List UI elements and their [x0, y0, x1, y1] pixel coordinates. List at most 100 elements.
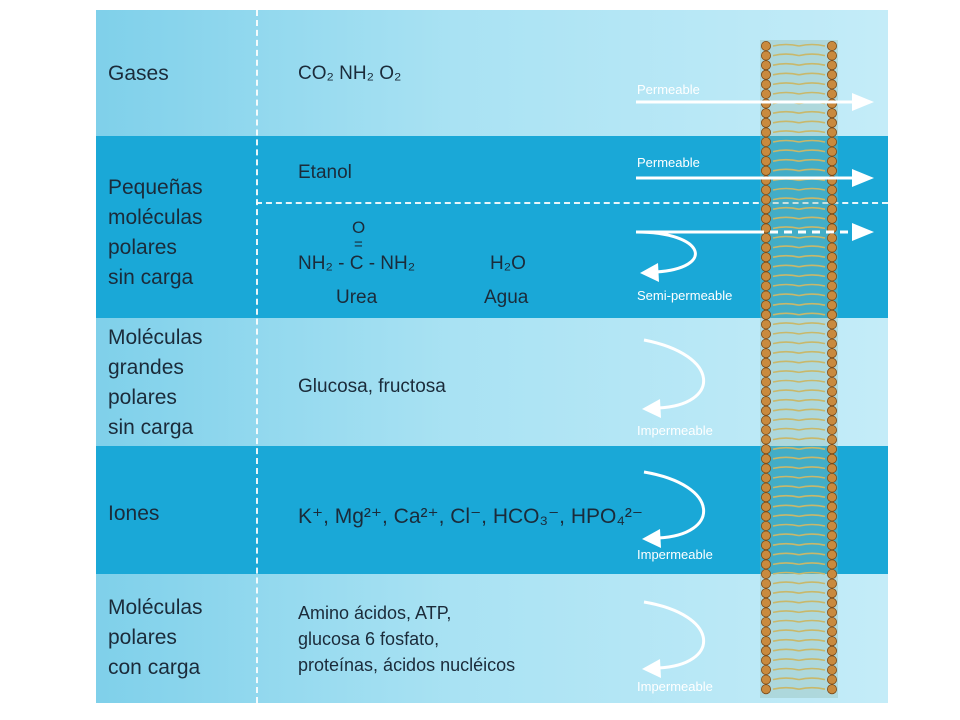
- lipid-head: [827, 530, 838, 541]
- lipid-head: [827, 213, 838, 224]
- lipid-tail: [798, 379, 826, 383]
- urea-double-bond: =: [354, 236, 363, 253]
- lipid-head: [827, 684, 838, 695]
- lipid-tail: [772, 370, 800, 374]
- lipid-head: [827, 79, 838, 90]
- band-charged-polar: [96, 574, 888, 703]
- lipid-head: [761, 472, 772, 483]
- lipid-tail: [798, 562, 826, 566]
- lipid-head: [827, 309, 838, 320]
- lipid-tail: [772, 581, 800, 585]
- lipid-tail: [798, 322, 826, 326]
- lipid-tail: [798, 226, 826, 230]
- lipid-head: [827, 146, 838, 157]
- lipid-tail: [798, 43, 826, 47]
- lipid-head: [827, 501, 838, 512]
- lipid-head: [761, 396, 772, 407]
- lipid-head: [761, 444, 772, 455]
- lipid-head: [827, 645, 838, 656]
- lipid-tail: [798, 350, 826, 354]
- lipid-head: [827, 290, 838, 301]
- lipid-tail: [798, 341, 826, 345]
- lipid-head: [761, 50, 772, 61]
- lipid-tail: [772, 331, 800, 335]
- lipid-head: [761, 261, 772, 272]
- lipid-head: [827, 165, 838, 176]
- lipid-head: [827, 108, 838, 119]
- lipid-head: [827, 424, 838, 435]
- lipid-tail: [772, 302, 800, 306]
- lipid-head: [761, 146, 772, 157]
- lipid-head: [827, 520, 838, 531]
- arrow-semi-return: [635, 230, 697, 274]
- lipid-head: [761, 98, 772, 109]
- lipid-head: [761, 348, 772, 359]
- lipid-tail: [798, 293, 826, 297]
- lipid-tail: [798, 130, 826, 134]
- lipid-head: [761, 501, 772, 512]
- lipid-head: [761, 569, 772, 580]
- lipid-tail: [772, 619, 800, 623]
- lipid-tail: [798, 600, 826, 604]
- lipid-head: [827, 338, 838, 349]
- lipid-tail: [798, 82, 826, 86]
- lipid-tail: [798, 91, 826, 95]
- lipid-tail: [772, 130, 800, 134]
- lipid-tail: [798, 571, 826, 575]
- lipid-tail: [772, 437, 800, 441]
- lipid-tail: [772, 216, 800, 220]
- lipid-head: [761, 309, 772, 320]
- lipid-tail: [772, 110, 800, 114]
- lipid-tail: [772, 571, 800, 575]
- lipid-tail: [772, 322, 800, 326]
- lipid-head: [761, 271, 772, 282]
- lipid-head: [761, 530, 772, 541]
- lipid-head: [761, 415, 772, 426]
- lipid-head: [827, 50, 838, 61]
- category-ions: Iones: [108, 502, 160, 525]
- lipid-head: [761, 280, 772, 291]
- lipid-tail: [772, 360, 800, 364]
- lipid-tail: [772, 158, 800, 162]
- lipid-head: [827, 300, 838, 311]
- lipid-head: [827, 127, 838, 138]
- permeability-diagram: Gases Pequeñas moléculas polares sin car…: [96, 10, 888, 703]
- label-impermeable-large: Impermeable: [637, 423, 713, 438]
- lipid-head: [827, 328, 838, 339]
- urea-oxygen: O: [352, 218, 366, 237]
- lipid-tail: [798, 437, 826, 441]
- lipid-head: [827, 482, 838, 493]
- molecules-large-polar: Glucosa, fructosa: [298, 376, 446, 397]
- lipid-head: [827, 232, 838, 243]
- lipid-tail: [772, 610, 800, 614]
- lipid-tail: [772, 533, 800, 537]
- lipid-head: [761, 511, 772, 522]
- arrowhead-impermeable-large: [642, 399, 661, 418]
- category-charged-polar: Moléculas polares con carga: [108, 596, 203, 679]
- lipid-head: [761, 645, 772, 656]
- lipid-tail: [772, 283, 800, 287]
- lipid-tail: [798, 514, 826, 518]
- lipid-head: [827, 319, 838, 330]
- lipid-tail: [772, 600, 800, 604]
- lipid-head: [827, 597, 838, 608]
- lipid-tail: [772, 494, 800, 498]
- lipid-tail: [772, 475, 800, 479]
- lipid-head: [827, 665, 838, 676]
- lipid-tail: [798, 590, 826, 594]
- lipid-head: [761, 655, 772, 666]
- water-formula: H₂O: [490, 253, 526, 274]
- category-large-polar: Moléculas grandes polares sin carga: [108, 326, 203, 439]
- lipid-head: [827, 444, 838, 455]
- lipid-head: [761, 127, 772, 138]
- lipid-head: [761, 453, 772, 464]
- lipid-tail: [798, 158, 826, 162]
- lipid-tail: [798, 187, 826, 191]
- lipid-tail: [798, 120, 826, 124]
- lipid-tail: [798, 139, 826, 143]
- lipid-tail: [798, 398, 826, 402]
- lipid-tail: [798, 610, 826, 614]
- lipid-head: [827, 569, 838, 580]
- lipid-tail: [798, 197, 826, 201]
- water-name: Agua: [484, 287, 529, 308]
